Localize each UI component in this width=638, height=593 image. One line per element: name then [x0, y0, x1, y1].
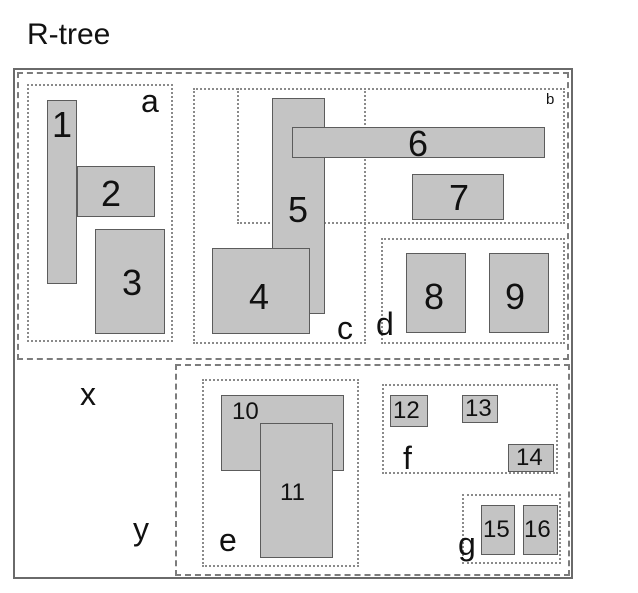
object-15-label: 15 [483, 516, 510, 543]
object-9-label: 9 [505, 276, 526, 317]
region-e-box [202, 379, 359, 567]
object-8-label: 8 [424, 276, 445, 317]
region-c-label: c [337, 310, 353, 346]
object-16-label: 16 [524, 516, 551, 543]
region-f-box [382, 384, 558, 474]
object-14-label: 14 [516, 444, 543, 471]
region-y-label: y [133, 511, 149, 547]
object-2-label: 2 [101, 173, 122, 214]
region-b-label: b [546, 91, 555, 108]
region-f-label: f [403, 440, 412, 476]
region-g-box [462, 494, 561, 564]
object-5-label: 5 [288, 189, 309, 230]
object-4-label: 4 [249, 276, 270, 317]
object-14-rect [508, 444, 554, 472]
region-g-label: g [458, 526, 476, 562]
object-11-label: 11 [280, 479, 305, 506]
region-a-label: a [141, 83, 159, 119]
region-e-label: e [219, 522, 237, 558]
object-6-label: 6 [408, 123, 429, 164]
object-10-label: 10 [232, 398, 259, 425]
object-2-rect [77, 166, 155, 217]
diagram-title: R-tree [27, 18, 111, 51]
object-1-label: 1 [52, 104, 73, 145]
object-13-label: 13 [465, 395, 492, 422]
object-7-label: 7 [449, 177, 470, 218]
region-y-box [175, 364, 570, 576]
region-a-box [27, 84, 173, 342]
region-x-box [17, 72, 569, 360]
object-3-label: 3 [122, 262, 143, 303]
region-b-box [237, 88, 565, 224]
region-d-label: d [376, 306, 394, 342]
region-d-box [381, 238, 565, 344]
object-12-label: 12 [393, 397, 420, 424]
region-x-label: x [80, 376, 96, 412]
